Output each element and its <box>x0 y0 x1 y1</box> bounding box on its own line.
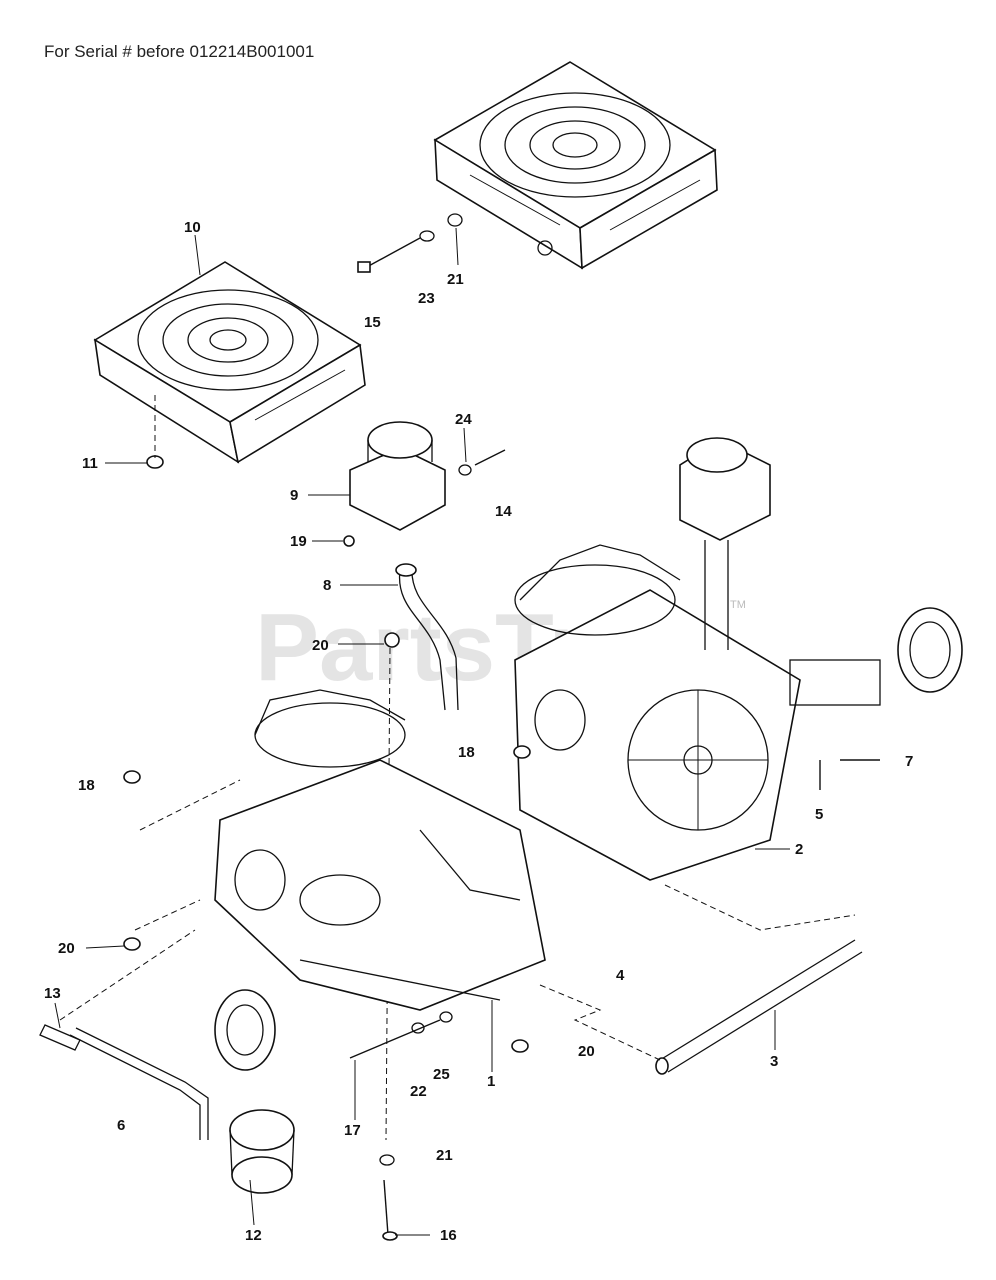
callout-23: 23 <box>418 290 435 307</box>
callout-18-right: 18 <box>458 744 475 761</box>
fitting-20 <box>384 632 400 648</box>
bolt-23 <box>357 237 421 273</box>
shaft-3 <box>655 939 863 1075</box>
callout-9: 9 <box>290 487 298 504</box>
clip-13 <box>39 1024 81 1051</box>
callout-11: 11 <box>82 455 98 472</box>
washer-22 <box>411 1022 425 1034</box>
nut-20-left <box>123 937 141 951</box>
callout-8: 8 <box>323 577 331 594</box>
bolt-24 <box>474 449 506 466</box>
callout-20-left: 20 <box>58 940 75 957</box>
washer-25 <box>439 1011 453 1023</box>
oil-filter-12 <box>229 1109 295 1194</box>
nut-18-right <box>513 745 531 759</box>
nut-20-bottom <box>511 1039 529 1053</box>
callout-2: 2 <box>795 841 803 858</box>
washer-24 <box>458 464 472 476</box>
bolt-16 <box>383 1179 389 1236</box>
callout-4: 4 <box>616 967 625 984</box>
bolt-17 <box>349 1019 441 1059</box>
callout-6: 6 <box>117 1117 125 1134</box>
transaxle-right <box>514 544 963 881</box>
callout-3: 3 <box>770 1053 778 1070</box>
callout-1: 1 <box>487 1073 495 1090</box>
callout-13: 13 <box>44 985 61 1002</box>
callout-10: 10 <box>184 219 201 236</box>
washer-23 <box>419 230 435 242</box>
watermark-tm: TM <box>730 599 746 611</box>
callout-15: 15 <box>364 314 381 331</box>
callout-21-top: 21 <box>447 271 464 288</box>
washer-21-bottom <box>379 1154 395 1166</box>
reservoir-right <box>679 437 771 650</box>
rod-6-b <box>75 1027 209 1140</box>
callout-7: 7 <box>905 753 913 770</box>
callout-16: 16 <box>440 1227 457 1244</box>
serial-note: For Serial # before 012214B001001 <box>44 42 315 61</box>
hose-8-b <box>411 567 459 711</box>
rod-6 <box>69 1034 201 1140</box>
washer-21-top <box>447 213 463 227</box>
reservoir-9 <box>349 421 446 531</box>
callout-17: 17 <box>344 1122 361 1139</box>
callout-19: 19 <box>290 533 307 550</box>
hose-8-a <box>398 569 446 711</box>
callout-24: 24 <box>455 411 472 428</box>
callout-18-left: 18 <box>78 777 95 794</box>
callout-20-bottom: 20 <box>578 1043 595 1060</box>
fan-shroud-right <box>433 61 718 270</box>
callout-14: 14 <box>495 503 512 520</box>
callout-12: 12 <box>245 1227 262 1244</box>
callout-25: 25 <box>433 1066 450 1083</box>
callout-20-top: 20 <box>312 637 329 654</box>
hose-fitting <box>395 563 417 577</box>
transaxle-left <box>214 689 546 1071</box>
callout-21-bottom: 21 <box>436 1147 453 1164</box>
nut-18-left <box>123 770 141 784</box>
callout-22: 22 <box>410 1083 427 1100</box>
callout-5: 5 <box>815 806 823 823</box>
fan-shroud-left <box>93 261 366 464</box>
nut-19 <box>343 535 355 547</box>
